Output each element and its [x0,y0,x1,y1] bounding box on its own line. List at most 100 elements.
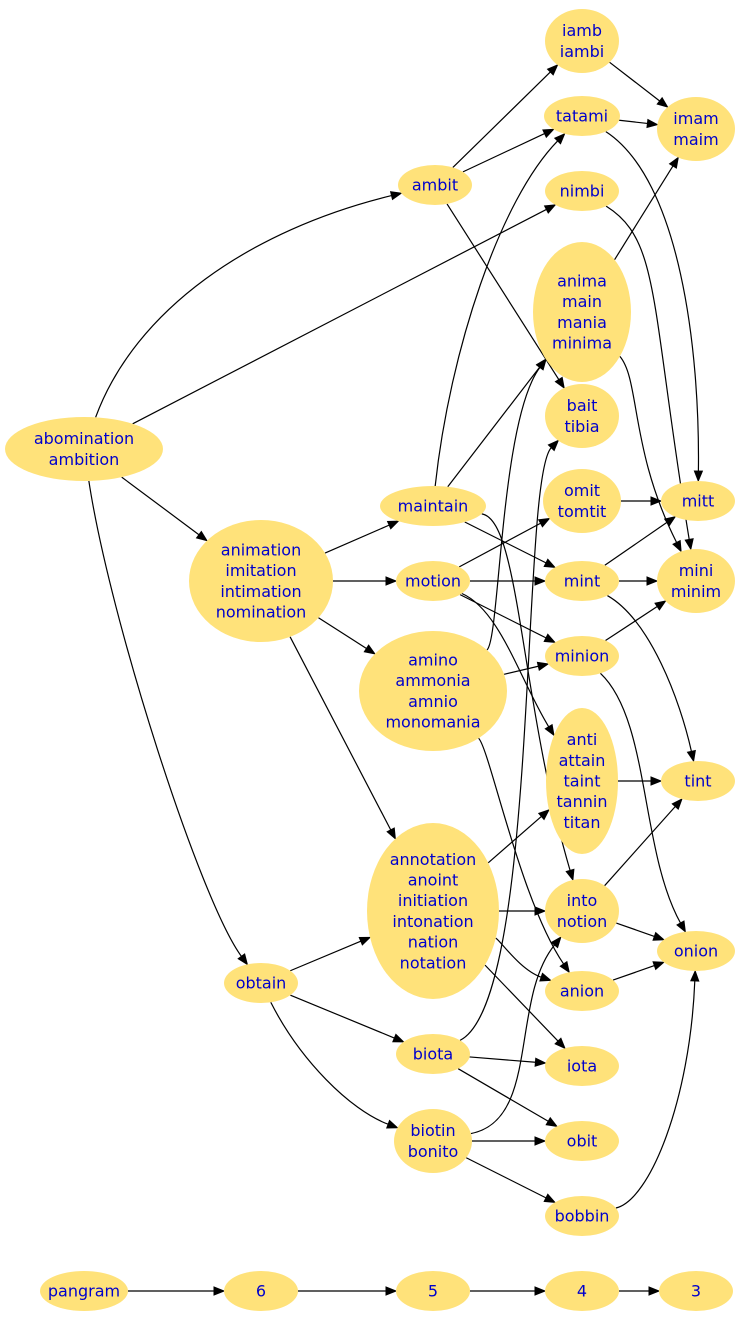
edge-amino-to-anion [478,737,570,974]
node-ellipse [659,1271,733,1311]
node-label: tint [684,772,711,791]
node-label: notion [557,912,608,931]
node-label: ambition [49,450,120,469]
node-label: 4 [577,1282,587,1301]
node-ellipse [224,1271,298,1311]
edge-line [95,194,392,418]
edge-line [461,592,550,728]
edge-line [452,71,551,168]
edge-line [457,1068,549,1122]
arrowhead [550,936,562,949]
node-label: iambi [560,42,604,61]
edge-line [612,965,655,981]
node-ellipse [545,9,619,73]
node-ellipse [359,631,507,751]
edge-motion-to-minion [459,594,557,643]
node-pangram: pangram [40,1271,128,1311]
node-label: minima [552,334,612,353]
node-ellipse [40,1271,128,1311]
node-label: intonation [392,912,473,931]
node-label: tibia [564,417,599,436]
node-label: obit [567,1132,598,1151]
node-label: minion [555,647,610,666]
edge-line [132,208,547,425]
edge-line [615,980,696,1209]
arrowhead [652,931,666,941]
arrowhead [386,827,396,840]
node-label: animation [221,540,301,559]
node-label: imitation [225,561,296,580]
node-label: ammonia [395,671,470,690]
edge-line [121,476,200,536]
edge-line [462,133,545,173]
arrowhead [650,496,663,506]
arrowhead [684,538,694,551]
node-ellipse [396,1271,470,1311]
arrowhead [672,539,682,553]
arrowhead [676,920,686,933]
edge-obtain-to-biotin [270,1002,399,1129]
node-ellipse [657,931,735,971]
node-label: omit [564,481,600,500]
edge-line [605,606,658,642]
edge-iamb-to-imam [609,61,669,108]
edge-line [290,940,362,972]
arrowhead [543,633,557,643]
arrowhead [656,96,669,108]
edge-into-to-onion [616,922,666,941]
node-label: iamb [562,21,602,40]
node-ellipse [533,242,631,382]
edge-line [605,205,690,540]
arrowhead [195,530,209,542]
arrowhead [542,128,555,139]
node-label: intimation [220,582,301,601]
edge-line [616,922,655,937]
node-ellipse [380,486,486,526]
edge-pangram-to-n6 [128,1286,226,1296]
edge-annotation-to-anion [495,937,552,982]
node-ellipse [545,1196,619,1236]
arrowhead [668,156,679,169]
node-n3: 3 [659,1271,733,1311]
arrowhead [536,661,550,671]
edge-motion-to-anti [461,592,555,737]
arrowhead [690,969,700,982]
edge-line [270,1002,389,1125]
node-label: obtain [236,974,287,993]
node-label: bobbin [555,1207,610,1226]
node-label: monomania [385,713,480,732]
node-anion: anion [545,971,619,1011]
node-label: mini [679,561,714,580]
node-obtain: obtain [224,963,298,1003]
node-label: main [562,292,602,311]
edges-layer [88,61,704,1296]
edge-line [604,521,668,566]
node-label: tannin [557,792,608,811]
node-label: into [567,891,598,910]
edge-line [495,937,542,978]
node-label: bait [567,396,598,415]
edge-n6-to-n5 [298,1286,398,1296]
node-label: attain [559,751,606,770]
arrowhead [534,1057,547,1067]
arrowhead [650,776,663,786]
arrowhead [389,191,403,201]
arrowhead [537,808,550,821]
node-label: biotin [410,1121,455,1140]
node-ellipse [545,1121,619,1161]
node-label: anima [557,271,607,290]
edge-annotation-to-anti [487,808,550,864]
arrowhead [648,1286,661,1296]
node-onion: onion [657,931,735,971]
edge-line [324,524,390,554]
arrowhead [686,749,696,763]
node-label: titan [564,813,601,832]
arrowhead [385,1286,398,1296]
edge-anima-to-imam [614,156,679,261]
edge-n5-to-n4 [470,1286,547,1296]
arrowhead [534,1136,547,1146]
node-nimbi: nimbi [545,171,619,211]
node-label: anion [560,982,604,1001]
